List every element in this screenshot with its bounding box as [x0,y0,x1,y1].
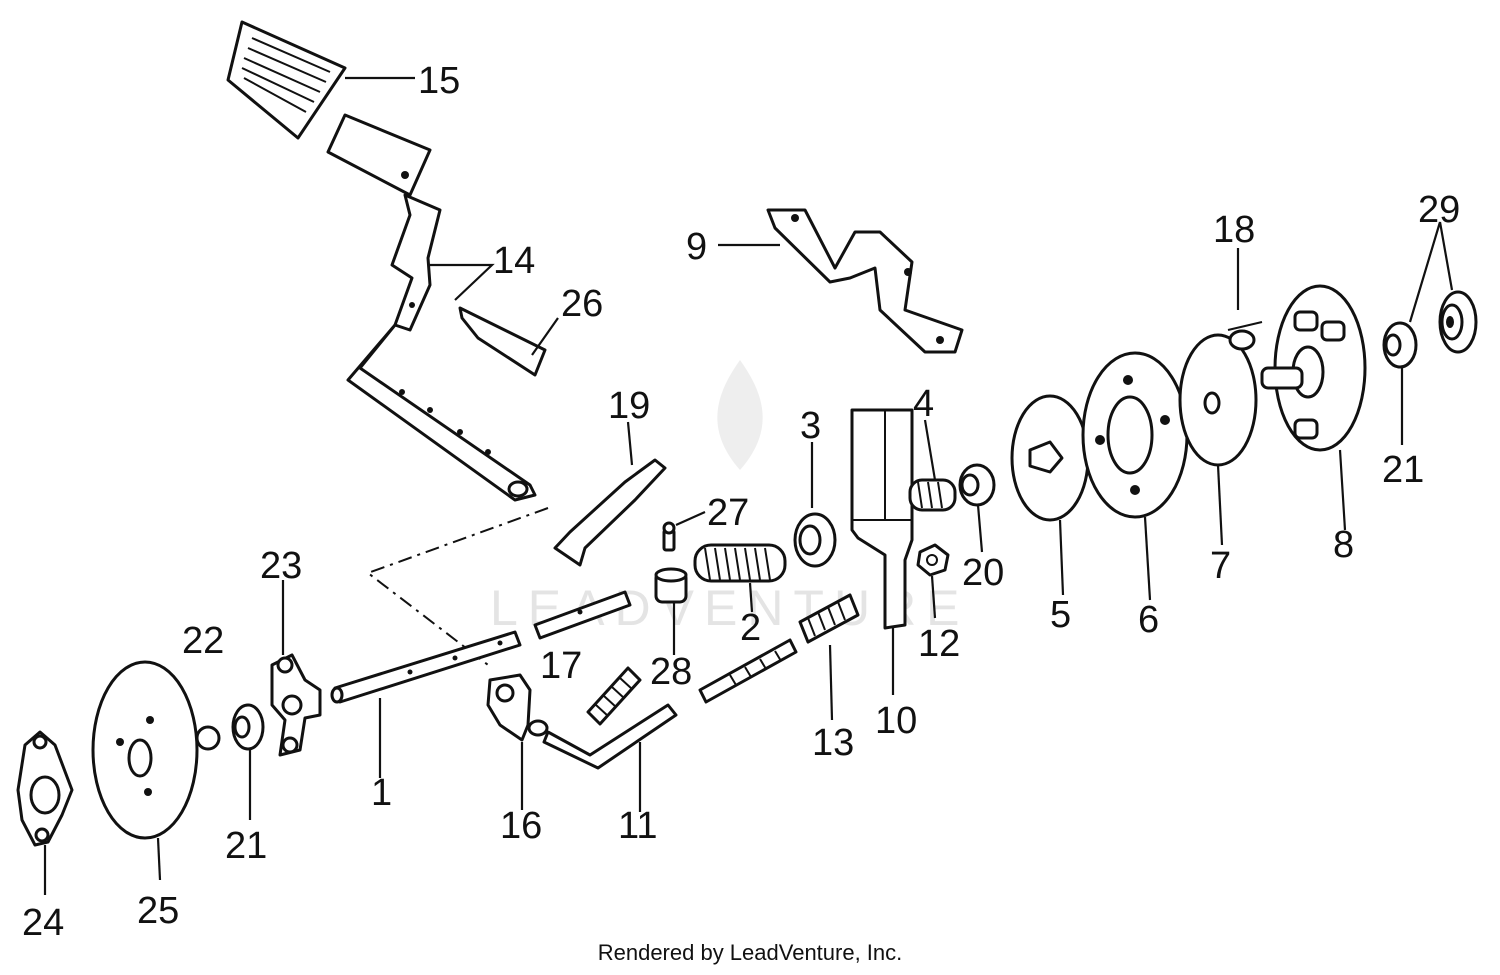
pedal-pad[interactable] [226,20,347,140]
centerline [365,507,549,669]
callout-11: 11 [618,805,657,847]
mounting-bracket[interactable] [766,208,964,354]
compression-spring-lower[interactable] [798,593,860,644]
leader-13 [828,644,834,721]
bushing[interactable] [654,567,688,604]
leader-26 [531,317,559,356]
rendered-by-footer: Rendered by LeadVenture, Inc. [597,940,903,965]
pivot-arm[interactable] [270,653,322,757]
leader-14 [430,263,495,301]
friction-disc[interactable] [1010,394,1090,522]
compression-spring-upper[interactable] [693,543,787,583]
callout-1: 1 [371,772,392,814]
leader-7 [1216,464,1224,546]
callout-7: 7 [1210,545,1231,587]
clevis-lever[interactable] [850,408,914,630]
leader-5 [1058,519,1065,596]
callout-2: 2 [740,607,761,649]
brake-pedal-arm[interactable] [326,113,537,502]
callout-23: 23 [260,545,302,587]
callout-24: 24 [22,902,64,944]
bent-rod[interactable] [542,703,678,770]
callout-28: 28 [650,651,692,693]
callout-21-left: 21 [225,825,267,867]
leader-2 [748,582,754,613]
callout-4: 4 [913,383,934,425]
friction-ring[interactable] [1081,351,1189,519]
flange-bearing[interactable] [793,512,837,568]
mounting-flange[interactable] [16,730,74,847]
callout-9: 9 [686,226,707,268]
bearing-left[interactable] [231,703,265,751]
steel-ball[interactable] [195,725,221,751]
drive-hub[interactable] [1260,284,1367,452]
callout-5: 5 [1050,594,1071,636]
pivot-block[interactable] [486,673,549,742]
callout-27: 27 [707,492,749,534]
main-shaft[interactable] [330,590,632,704]
leader-6 [1143,516,1152,601]
lever-arm[interactable] [553,458,667,567]
callout-8: 8 [1333,524,1354,566]
callout-14: 14 [493,240,535,282]
callout-17: 17 [540,645,582,687]
callout-6: 6 [1138,599,1159,641]
leader-19 [626,421,634,466]
callout-22: 22 [182,620,224,662]
callout-21-right: 21 [1382,449,1424,491]
hex-nut[interactable] [916,543,950,577]
callout-25: 25 [137,890,179,932]
leader-27 [675,510,706,527]
pulley-disc[interactable] [91,660,199,840]
compression-spring-small[interactable] [908,478,957,512]
callout-16: 16 [500,805,542,847]
callout-3: 3 [800,405,821,447]
leader-12 [930,575,937,619]
leader-8 [1338,449,1347,531]
bearing-right[interactable] [1382,321,1418,369]
callout-12: 12 [918,623,960,665]
callout-26: 26 [561,283,603,325]
clip-plate[interactable] [458,306,547,377]
callout-13: 13 [812,722,854,764]
grease-fitting[interactable] [662,521,676,552]
leader-20 [976,504,984,553]
callout-10: 10 [875,700,917,742]
leader-4 [923,419,937,481]
callout-20: 20 [962,552,1004,594]
callout-15: 15 [418,60,460,102]
leader-29 [1408,221,1454,323]
bushing-small[interactable] [958,463,996,507]
threaded-rod[interactable] [698,638,798,704]
leader-25 [156,837,162,881]
callout-18: 18 [1213,209,1255,251]
callout-29: 29 [1418,189,1460,231]
extension-spring[interactable] [586,666,642,726]
callout-19: 19 [608,385,650,427]
washer-disc[interactable] [1178,333,1258,467]
sealed-bearing[interactable] [1438,290,1478,354]
hairpin-clip[interactable] [1227,321,1263,351]
